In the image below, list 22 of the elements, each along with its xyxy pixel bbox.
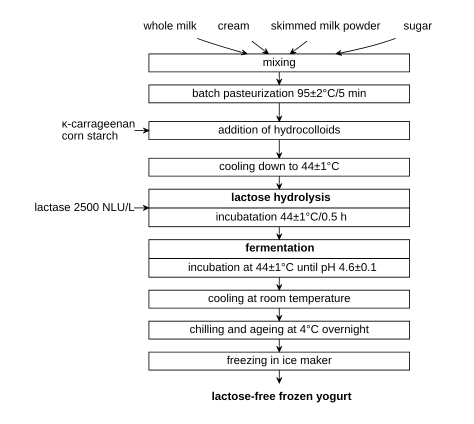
arrow	[334, 38, 396, 56]
node-box: chilling and ageing at 4°C overnight	[148, 320, 410, 340]
node-text: κ-carrageenan corn starch	[61, 118, 135, 143]
arrow	[133, 204, 149, 211]
node-box: batch pasteurization 95±2°C/5 min	[148, 84, 410, 104]
node-box: mixing	[148, 54, 410, 72]
node-text: whole milk	[143, 20, 196, 32]
arrow	[196, 38, 248, 56]
node-box: freezing in ice maker	[148, 352, 410, 370]
arrow	[251, 40, 268, 54]
node-text: lactose-free frozen yogurt	[211, 390, 352, 403]
arrow	[276, 139, 282, 159]
arrow	[289, 40, 307, 54]
node-box: cooling at room temperature	[148, 290, 410, 309]
node-text: sugar	[402, 20, 432, 32]
node-text: cream	[217, 20, 249, 32]
arrow	[276, 102, 282, 122]
arrow	[134, 128, 149, 134]
node-text: lactase 2500 NLU/L	[34, 202, 134, 214]
node-text: skimmed milk powder	[270, 20, 380, 32]
node-box: cooling down to 44±1°C	[148, 158, 410, 177]
node-box: addition of hydrocolloids	[148, 121, 410, 140]
